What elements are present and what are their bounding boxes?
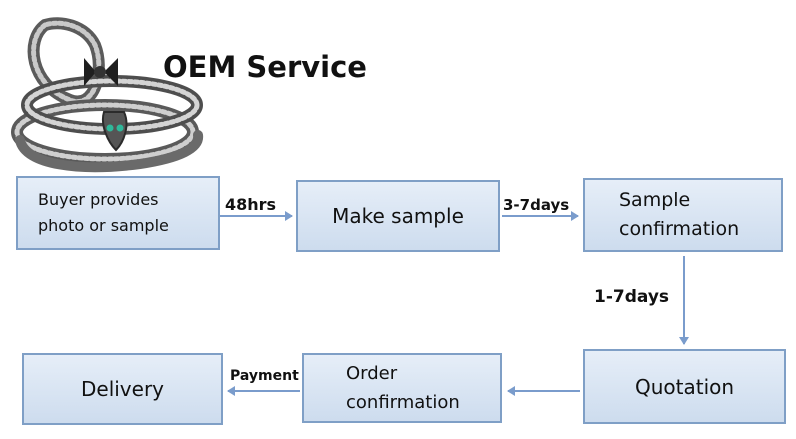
page-title: OEM Service bbox=[163, 50, 367, 84]
step-text-line: Buyer provides bbox=[38, 190, 159, 209]
step-text-line: confirmation bbox=[619, 218, 740, 240]
step-text-line: Quotation bbox=[634, 374, 735, 399]
connector-label-payment: Payment bbox=[230, 368, 299, 384]
step-text-line: Order bbox=[346, 363, 398, 384]
bow-icon bbox=[84, 58, 118, 86]
connector-label-1-7days: 1-7days bbox=[594, 287, 670, 307]
connector-label-3-7days: 3-7days bbox=[503, 196, 570, 214]
step-make-sample-box: Make sample bbox=[296, 180, 500, 252]
step-text-line: confirmation bbox=[346, 392, 460, 413]
step-order-confirmation-box: Order confirmation bbox=[302, 353, 502, 423]
step-delivery-box: Delivery bbox=[22, 353, 223, 425]
step-text-line: photo or sample bbox=[38, 216, 169, 235]
step-buyer-provides-box: Buyer provides photo or sample bbox=[16, 176, 220, 250]
step-text-line: Sample bbox=[619, 189, 691, 211]
step-text-line: Delivery bbox=[80, 377, 165, 401]
step-text-line: Make sample bbox=[332, 204, 464, 228]
step-quotation-box: Quotation bbox=[583, 349, 786, 424]
snake-head-icon bbox=[102, 111, 128, 152]
step-sample-confirmation-box: Sample confirmation bbox=[583, 178, 783, 252]
connector-label-48hrs: 48hrs bbox=[225, 195, 277, 214]
